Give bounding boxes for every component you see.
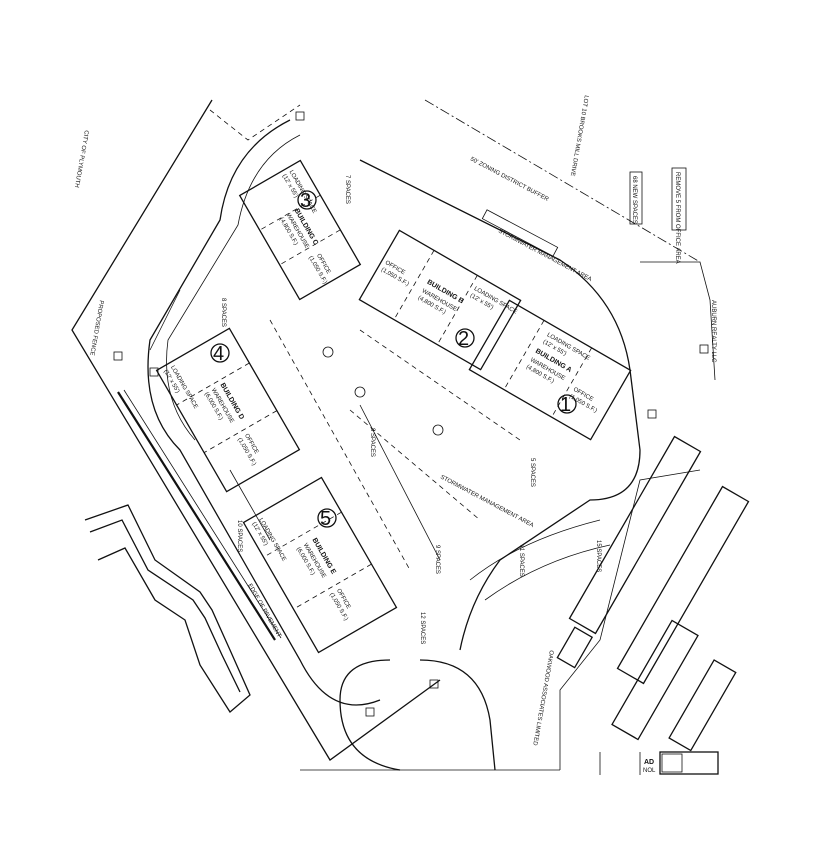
spaces-label-9: 9 SPACES bbox=[434, 545, 440, 574]
stormwater-label-mid: STORMWATER MANAGEMENT AREA bbox=[439, 474, 534, 528]
spaces-label-11: 11 SPACES bbox=[518, 545, 524, 577]
building-b-marker bbox=[455, 328, 475, 348]
zoning-buffer-label: 50' ZONING DISTRICT BUFFER bbox=[469, 156, 550, 203]
spaces-label-12: 12 SPACES bbox=[419, 612, 425, 644]
stormwater-label-top: STORMWATER MANAGEMENT AREA bbox=[497, 228, 592, 282]
remove-spaces-callout bbox=[671, 167, 687, 231]
building-e: BUILDING E WAREHOUSE (6,000 S.F.) OFFICE… bbox=[242, 476, 398, 654]
building-c-number: 3 bbox=[300, 190, 311, 212]
site-markers bbox=[113, 111, 709, 717]
new-spaces-callout bbox=[629, 171, 643, 225]
fence-note-label: PROPOSED FENCE bbox=[88, 300, 104, 356]
building-d: BUILDING D WAREHOUSE (6,000 S.F.) OFFICE… bbox=[155, 327, 301, 493]
spaces-label-10: 10 SPACES bbox=[236, 520, 242, 552]
building-e-number: 5 bbox=[320, 508, 331, 530]
neighbor-left-label: CITY OF PLYMOUTH bbox=[73, 130, 89, 188]
spaces-label-8b: 8 SPACES bbox=[369, 428, 375, 457]
building-e-marker bbox=[317, 508, 337, 528]
title-block bbox=[599, 751, 719, 775]
fence-line bbox=[117, 389, 282, 641]
stormwater-area-top bbox=[481, 209, 559, 257]
building-b: BUILDING B WAREHOUSE (4,800 S.F.) OFFICE… bbox=[358, 229, 522, 371]
spaces-label-5: 5 SPACES bbox=[529, 458, 535, 487]
spaces-label-8a: 8 SPACES bbox=[220, 298, 226, 327]
spaces-label-7: 7 SPACES bbox=[344, 175, 350, 204]
parking-rows bbox=[149, 289, 521, 571]
building-a-marker bbox=[557, 394, 577, 414]
owner-right-label: AUBURN REALTY LLC bbox=[710, 300, 716, 363]
access-drive bbox=[147, 119, 641, 771]
building-d-marker bbox=[210, 343, 230, 363]
building-c-marker bbox=[297, 190, 317, 210]
building-a-number: 1 bbox=[560, 394, 571, 416]
right-parking-bays bbox=[556, 435, 750, 752]
title-block-label-b: NOL bbox=[643, 768, 656, 774]
notes-top-label: LOT 10 BROOKS MILL DRIVE bbox=[569, 95, 589, 177]
building-c: BUILDING C WAREHOUSE (4,800 S.F.) OFFICE… bbox=[238, 159, 362, 301]
title-block-label-a: AD bbox=[644, 759, 654, 766]
spaces-label-15: 15 SPACES bbox=[595, 540, 601, 572]
new-spaces-label: 68 NEW SPACES bbox=[631, 176, 637, 224]
adjacent-building-outline bbox=[84, 504, 251, 713]
building-b-number: 2 bbox=[458, 328, 469, 350]
building-d-number: 4 bbox=[213, 343, 224, 365]
building-a: BUILDING A WAREHOUSE (4,800 S.F.) OFFICE… bbox=[468, 299, 632, 441]
remove-spaces-label: REMOVE 5 FROM OFFICE AREA bbox=[674, 172, 680, 264]
owner-bottom-label: OAKWOOD ASSOCIATES LIMITED bbox=[531, 650, 554, 747]
